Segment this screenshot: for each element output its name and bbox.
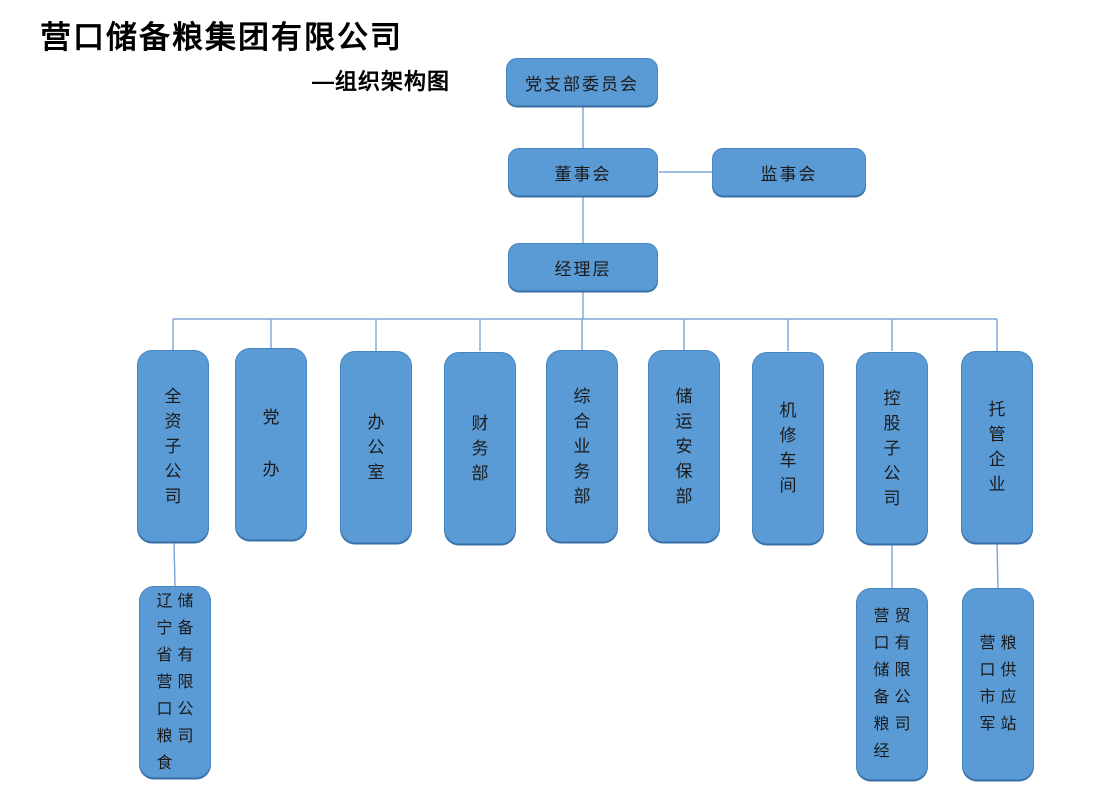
node-label-col-1: 营口储备粮经 — [873, 608, 890, 760]
node-label-col-2: 粮供应站 — [1000, 635, 1017, 733]
node-label: 党支部委员会 — [525, 74, 639, 94]
node-sub-yingkou-grain-trade-co: 营口储备粮经 贸有限公司 — [856, 588, 928, 780]
node-dept-machine-repair-workshop: 机修车间 — [752, 352, 824, 544]
node-label: 经理层 — [554, 259, 612, 279]
connector — [173, 541, 176, 587]
node-sub-liaoning-grain-reserve-co: 辽宁省营口粮食 储备有限公司 — [139, 586, 211, 778]
node-label: 财务部 — [471, 413, 489, 483]
node-dept-wholly-owned-subsidiary: 全资子公司 — [137, 350, 209, 542]
node-label-col-2: 贸有限公司 — [894, 608, 911, 733]
node-dept-party-office: 党办 — [235, 348, 307, 540]
node-label-columns: 营口市军 粮供应站 — [979, 630, 1018, 738]
node-dept-entrusted-enterprise: 托管企业 — [961, 351, 1033, 543]
node-management: 经理层 — [508, 243, 658, 291]
node-sub-military-grain-supply-station: 营口市军 粮供应站 — [962, 588, 1034, 780]
node-label: 党办 — [262, 408, 280, 479]
node-label: 储运安保部 — [675, 386, 693, 506]
node-dept-holding-subsidiary: 控股子公司 — [856, 352, 928, 544]
node-label: 控股子公司 — [883, 388, 901, 508]
node-dept-storage-security: 储运安保部 — [648, 350, 720, 542]
node-label: 综合业务部 — [573, 386, 591, 506]
node-label-col-2: 储备有限公司 — [177, 592, 194, 745]
node-label: 董事会 — [554, 164, 612, 184]
page-title: 营口储备粮集团有限公司 — [40, 20, 403, 55]
node-board: 董事会 — [508, 148, 658, 196]
node-label: 机修车间 — [779, 401, 797, 495]
node-label: 全资子公司 — [164, 386, 182, 506]
node-label: 办公室 — [367, 412, 385, 482]
node-label-col-1: 辽宁省营口粮食 — [156, 592, 173, 772]
node-dept-general-office: 办公室 — [340, 351, 412, 543]
node-label: 托管企业 — [988, 400, 1006, 494]
connector — [996, 542, 999, 589]
node-label: 监事会 — [760, 164, 818, 184]
node-supervisory: 监事会 — [712, 148, 866, 196]
node-dept-finance: 财务部 — [444, 352, 516, 544]
page-subtitle: —组织架构图 — [312, 69, 451, 94]
node-party-committee: 党支部委员会 — [506, 58, 658, 106]
node-label-columns: 辽宁省营口粮食 储备有限公司 — [156, 588, 195, 777]
node-label-col-1: 营口市军 — [979, 635, 996, 733]
node-dept-comprehensive-business: 综合业务部 — [546, 350, 618, 542]
node-label-columns: 营口储备粮经 贸有限公司 — [873, 603, 912, 765]
